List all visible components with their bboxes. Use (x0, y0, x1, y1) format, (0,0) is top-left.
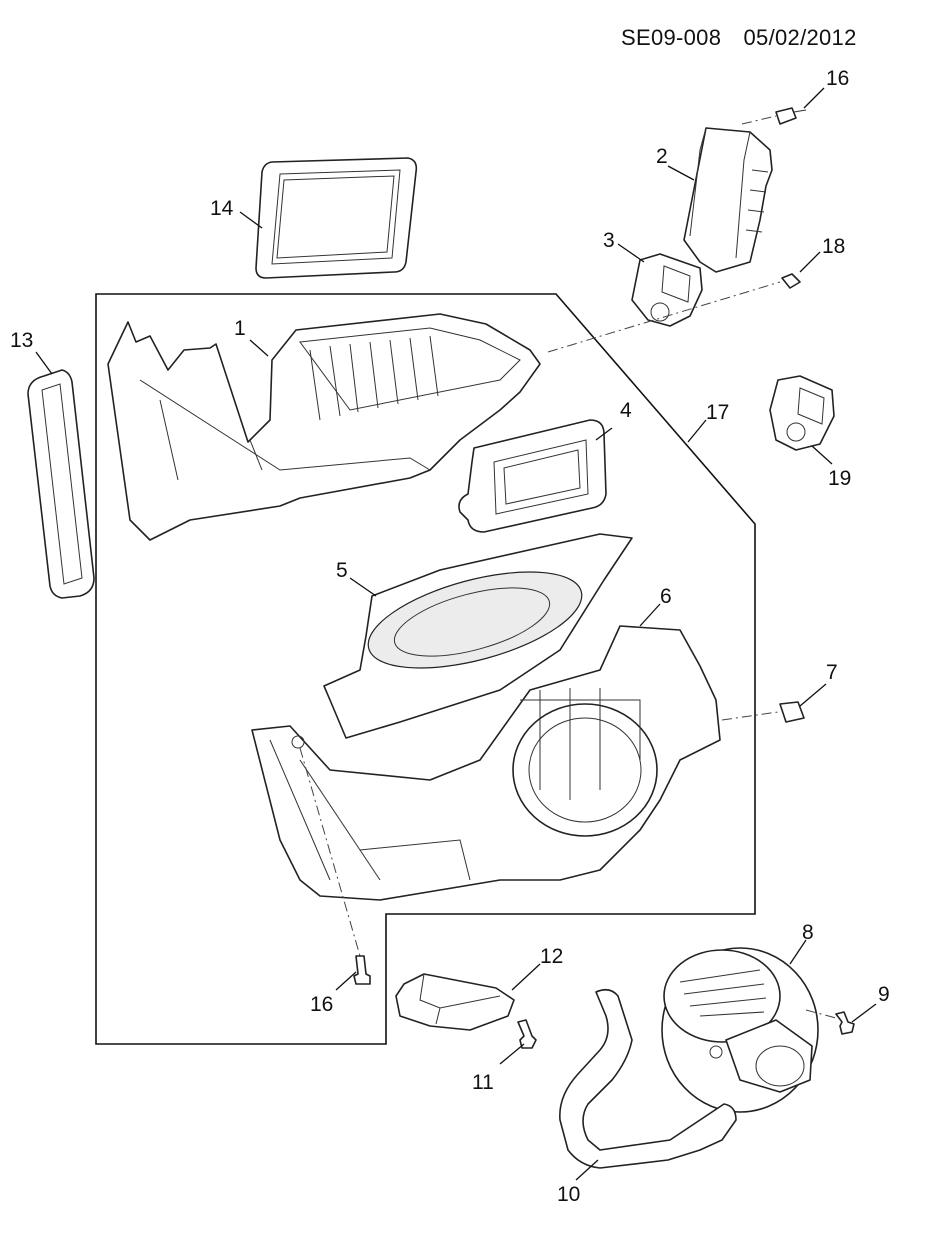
alignment-line (805, 1009, 837, 1019)
leader-line (499, 1043, 525, 1065)
alignment-line (721, 711, 779, 721)
callout-18: 18 (822, 235, 846, 258)
leader-line (799, 251, 821, 273)
leader-line (667, 165, 695, 181)
callout-12: 12 (540, 945, 564, 968)
part-13-seal (27, 369, 95, 599)
leader-line (511, 963, 541, 991)
part-10-drain-hose (559, 988, 737, 1169)
assembly-boundary (95, 293, 756, 1045)
callout-8: 8 (802, 921, 814, 944)
leader-line (811, 445, 833, 465)
leader-line (799, 683, 827, 707)
leader-line (789, 939, 807, 965)
part-14-filter-frame (255, 157, 418, 279)
part-1-upper-case (107, 313, 541, 541)
alignment-line (741, 115, 777, 125)
part-2-control-module (683, 127, 773, 273)
part-4-duct-adapter (458, 419, 607, 533)
callout-19: 19 (828, 467, 852, 490)
part-19-actuator (769, 375, 835, 451)
callout-7: 7 (826, 661, 838, 684)
document-reference: SE09-008 05/02/2012 (621, 27, 857, 49)
leader-line (803, 87, 825, 109)
callout-11: 11 (472, 1071, 494, 1094)
callout-16-bottom: 16 (310, 993, 334, 1016)
part-5-blower-housing-top (323, 533, 633, 739)
leader-line (575, 1159, 599, 1181)
leader-line (639, 603, 661, 627)
callout-4: 4 (620, 399, 632, 422)
callout-10: 10 (557, 1183, 581, 1206)
leader-line (595, 427, 613, 441)
alignment-line (299, 747, 361, 957)
leader-line (617, 243, 645, 263)
callout-5: 5 (336, 559, 348, 582)
leader-line (349, 577, 377, 597)
leader-line (249, 339, 269, 357)
callout-3: 3 (603, 229, 615, 252)
leader-line (335, 971, 357, 991)
leader-line (35, 351, 53, 375)
reference-date: 05/02/2012 (743, 25, 857, 50)
part-8-blower-motor (661, 947, 819, 1113)
callout-16-top: 16 (826, 67, 850, 90)
leader-line (687, 419, 707, 443)
callout-9: 9 (878, 983, 890, 1006)
part-3-actuator (631, 253, 703, 327)
callout-17: 17 (706, 401, 730, 424)
screw-18 (781, 273, 801, 289)
reference-code: SE09-008 (621, 25, 722, 50)
callout-13: 13 (10, 329, 34, 352)
leader-line (239, 211, 263, 229)
part-6-lower-housing (251, 625, 721, 901)
callout-14: 14 (210, 197, 234, 220)
screw-9 (835, 1011, 855, 1035)
part-7-clip (779, 701, 805, 723)
screw-11 (517, 1019, 537, 1049)
screw-16-bottom (353, 955, 371, 985)
callout-6: 6 (660, 585, 672, 608)
alignment-line (547, 281, 781, 353)
leader-line (851, 1003, 877, 1023)
callout-2: 2 (656, 145, 668, 168)
callout-1: 1 (234, 317, 246, 340)
part-12-resistor (395, 973, 515, 1031)
screw-16-top (775, 107, 807, 125)
